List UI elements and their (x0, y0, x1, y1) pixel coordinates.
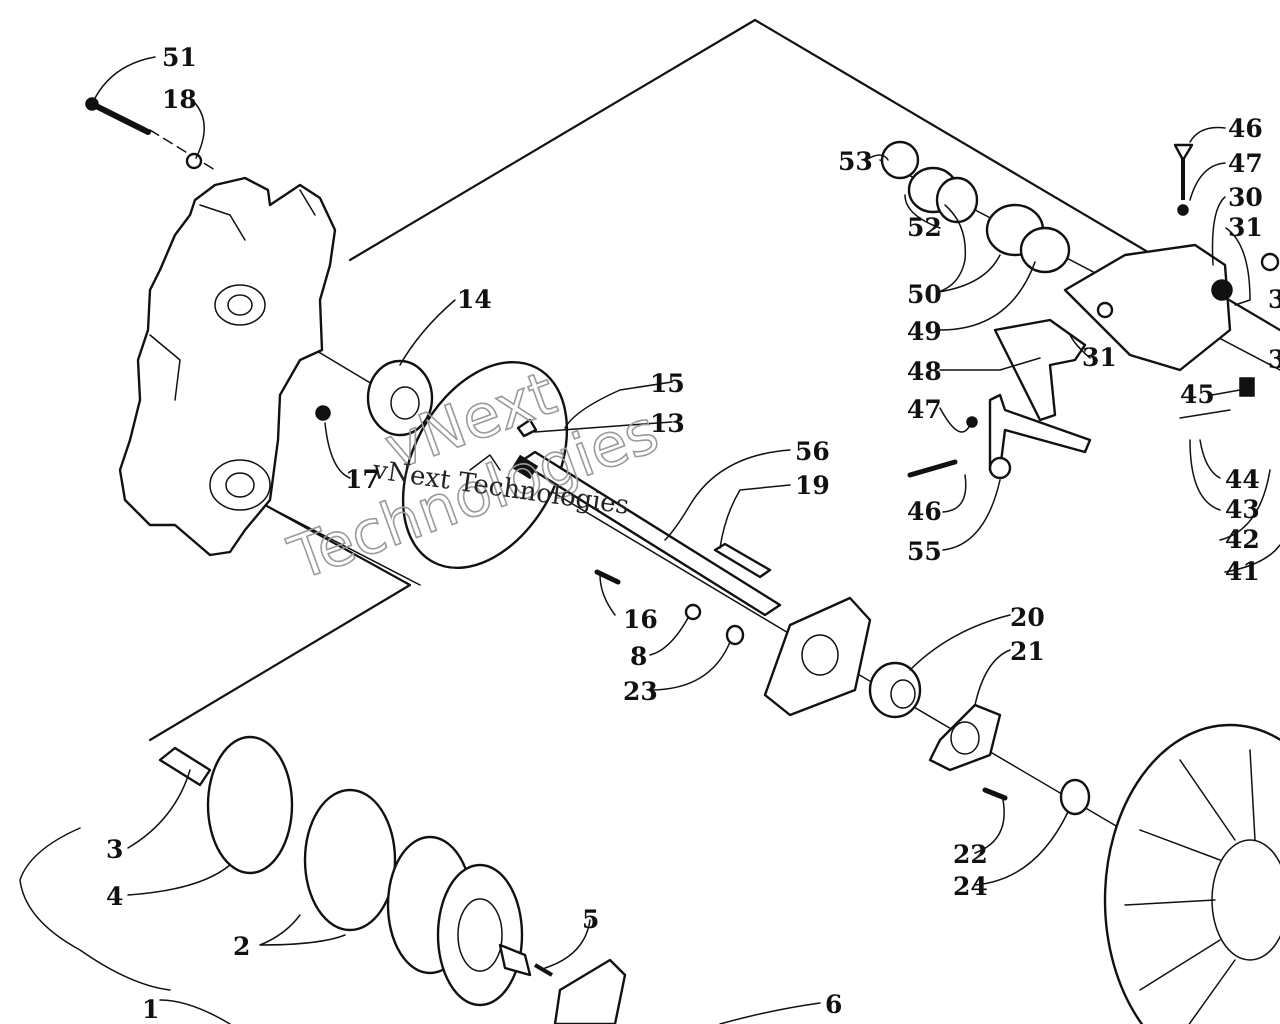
bolt-51 (85, 97, 151, 135)
bearing-housing-plate (763, 596, 872, 717)
callout-31-upper: 31 (1228, 213, 1263, 242)
bearing-14 (366, 359, 434, 437)
callout-47-lower: 47 (907, 395, 942, 424)
callout-50: 50 (907, 280, 942, 309)
callout-13: 13 (650, 409, 685, 438)
callout-14: 14 (457, 285, 492, 314)
callout-43: 43 (1225, 495, 1260, 524)
callout-41: 41 (1225, 557, 1260, 586)
callout-8: 8 (630, 642, 647, 671)
washer-23 (725, 624, 745, 646)
callout-20: 20 (1010, 603, 1045, 632)
bracket-6 (553, 958, 627, 1024)
callout-21: 21 (1010, 637, 1045, 666)
callout-44: 44 (1225, 465, 1260, 494)
callout-47-upper: 47 (1228, 149, 1263, 178)
callout-24: 24 (953, 872, 988, 901)
callout-46-lower: 46 (907, 497, 942, 526)
callout-55: 55 (907, 537, 942, 566)
callout-6: 6 (825, 990, 842, 1019)
nut-17 (315, 405, 331, 421)
callout-1: 1 (142, 995, 159, 1024)
callout-42: 42 (1225, 525, 1260, 554)
callout-22: 22 (953, 840, 988, 869)
leader-lines (19, 56, 1280, 1024)
callout-52: 52 (907, 213, 942, 242)
pin-5 (533, 963, 554, 977)
callout-4: 4 (106, 882, 123, 911)
bolt-22 (982, 787, 1008, 801)
bearing-20 (868, 661, 922, 719)
callout-19: 19 (795, 471, 830, 500)
flange-21 (928, 703, 1002, 772)
callout-51: 51 (162, 43, 197, 72)
callout-3: 3 (106, 835, 123, 864)
driven-clutch (1103, 723, 1280, 1024)
callout-48: 48 (907, 357, 942, 386)
callout-31-lower: 31 (1082, 343, 1117, 372)
washer-18 (185, 152, 203, 170)
callout-2: 2 (233, 932, 250, 961)
callout-45: 45 (1180, 380, 1215, 409)
callout-5: 5 (582, 905, 599, 934)
callout-3x-upper: 3 (1268, 285, 1280, 314)
callout-15: 15 (650, 369, 685, 398)
washer-24 (1059, 778, 1091, 816)
callout-17: 17 (345, 465, 380, 494)
callout-46-upper: 46 (1228, 114, 1263, 143)
callout-49: 49 (907, 317, 942, 346)
chaincase-housing (118, 176, 337, 557)
callout-53: 53 (838, 147, 873, 176)
key-19 (713, 542, 772, 579)
jackshaft-56 (511, 450, 782, 617)
callout-16: 16 (623, 605, 658, 634)
assembly-outline (148, 18, 1280, 742)
callout-3x-lower: 3 (1268, 345, 1280, 374)
callout-23: 23 (623, 677, 658, 706)
bolt-16 (594, 569, 621, 585)
drive-clutch-assembly (158, 735, 532, 1007)
nut-8 (684, 603, 702, 621)
callout-labels: 51 18 14 17 15 13 56 19 16 8 23 20 21 22… (106, 43, 1280, 1024)
brake-assembly (880, 140, 1280, 480)
callout-18: 18 (162, 85, 197, 114)
key-13 (516, 418, 538, 438)
callout-30: 30 (1228, 183, 1263, 212)
brake-disc-15 (401, 360, 569, 570)
callout-56: 56 (795, 437, 830, 466)
